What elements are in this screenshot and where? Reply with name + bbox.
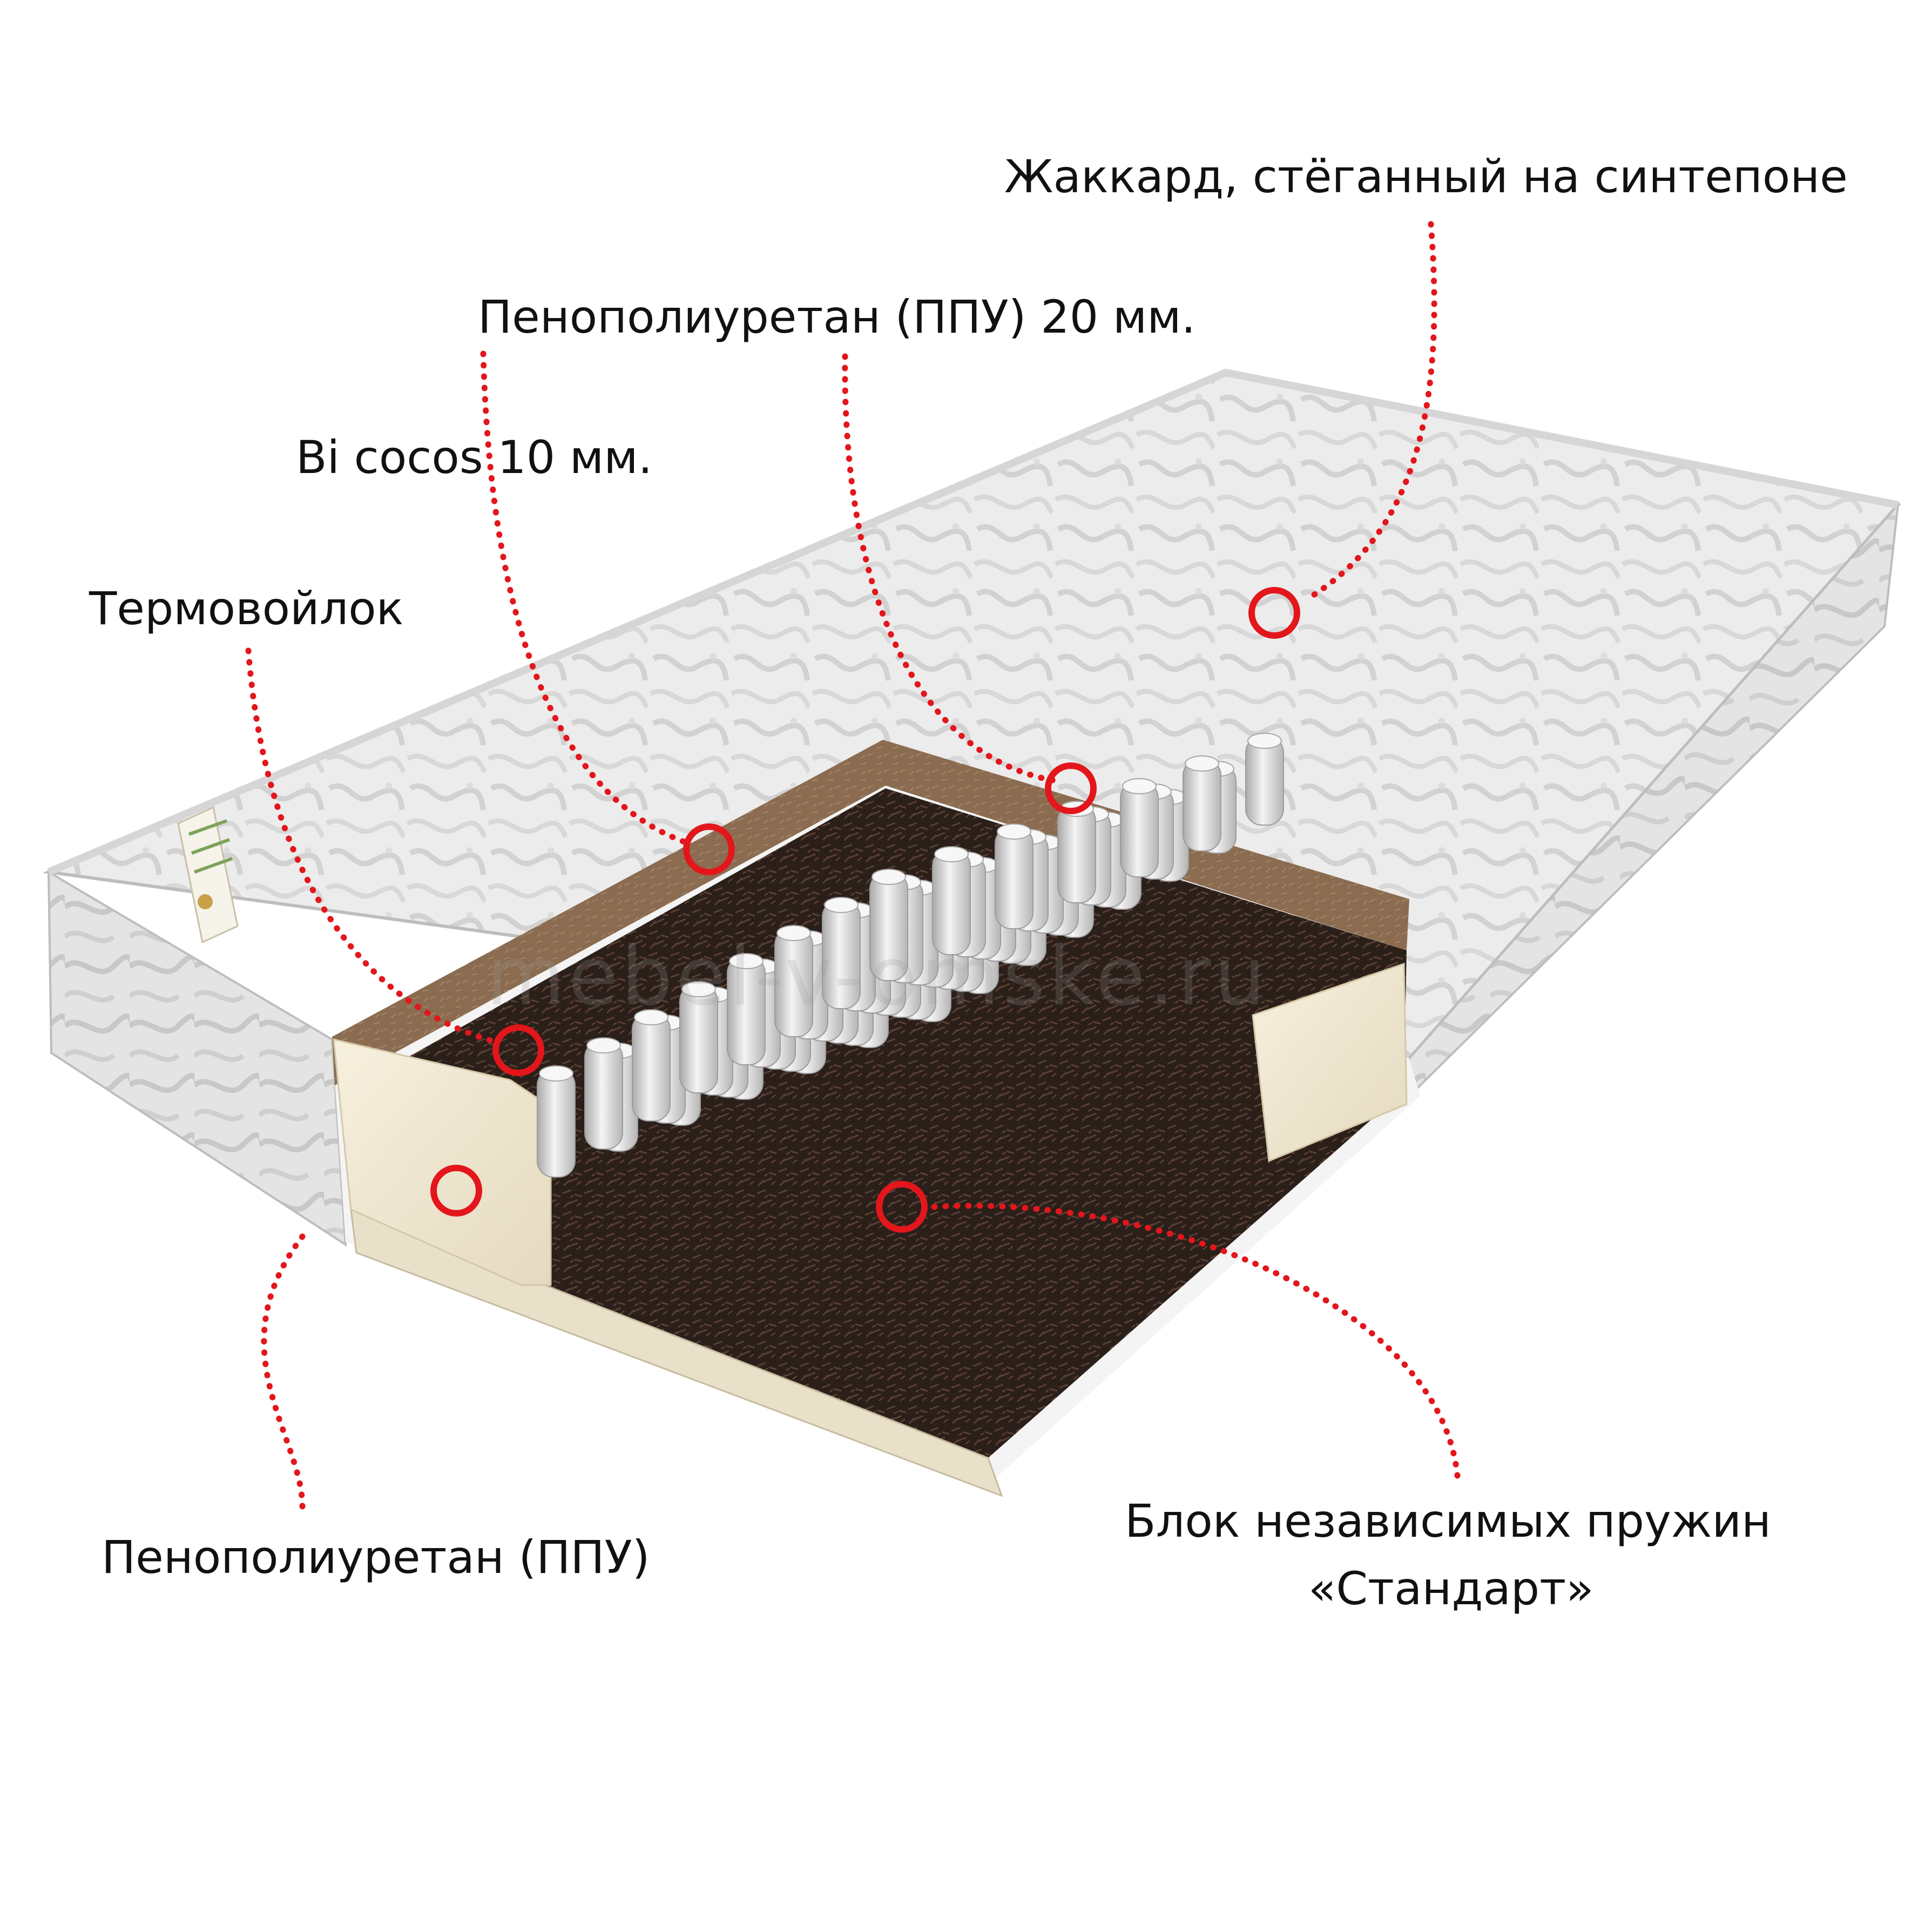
brand-tag: [177, 806, 239, 944]
label-spring-block-standard: «Стандарт»: [1308, 1562, 1594, 1615]
spring-pocket: [869, 869, 908, 981]
callout-marker-jacquard: [1248, 587, 1300, 639]
callout-line-ppu-20: [842, 353, 1056, 783]
spring-block: [537, 733, 1284, 1178]
felt-layer-top: [351, 788, 1407, 1458]
label-thermofelt: Термовойлок: [89, 582, 404, 635]
callout-marker-thermofelt: [492, 1024, 544, 1076]
callout-line-thermofelt: [245, 647, 500, 1045]
callout-marker-springs: [876, 1181, 928, 1233]
spring-pocket: [1183, 755, 1221, 852]
label-ppu: Пенополиуретан (ППУ): [102, 1531, 650, 1584]
callout-marker-ppu-20: [1045, 762, 1097, 814]
spring-pocket: [932, 846, 971, 955]
spring-pocket: [1120, 778, 1159, 877]
label-bi-cocos: Bi cocos 10 мм.: [296, 431, 653, 484]
label-ppu-20mm: Пенополиуретан (ППУ) 20 мм.: [478, 291, 1196, 343]
callout-line-ppu: [261, 1233, 306, 1510]
spring-pocket: [774, 925, 813, 1037]
left-foam-block: [333, 1038, 552, 1286]
spring-pocket: [584, 1037, 623, 1150]
spring-pocket: [822, 897, 861, 1009]
mattress-body: [42, 368, 1901, 1247]
mattress-front-side: [47, 870, 347, 1247]
watermark: mebel-v-omske.ru: [486, 930, 1269, 1024]
spring-pocket: [632, 1009, 671, 1122]
callout-line-springs: [931, 1203, 1461, 1485]
spring-pocket: [537, 1065, 576, 1178]
label-jacquard: Жаккард, стёганный на синтепоне: [1004, 150, 1848, 203]
callout-markers: [430, 587, 1300, 1233]
right-foam-block: [1252, 962, 1408, 1163]
label-spring-block: Блок независимых пружин: [1125, 1495, 1771, 1548]
spring-pocket: [1245, 733, 1284, 826]
cutaway-section: [332, 740, 1420, 1497]
spring-pocket: [727, 953, 766, 1065]
spring-pocket: [1057, 801, 1096, 903]
callout-marker-ppu: [430, 1165, 482, 1217]
spring-pocket: [995, 823, 1033, 929]
spring-pocket: [679, 981, 718, 1093]
callout-marker-bi-cocos: [683, 823, 735, 875]
callout-lines: [245, 221, 1461, 1510]
